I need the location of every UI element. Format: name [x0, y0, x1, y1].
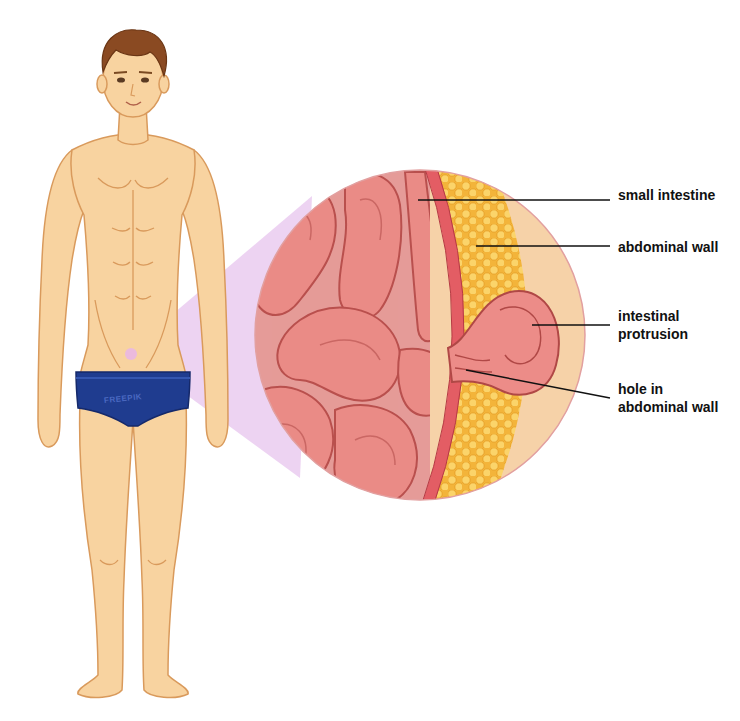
magnifier-rim: [255, 170, 585, 500]
briefs: [76, 372, 190, 426]
waistband: [76, 377, 190, 379]
part-label: small intestine: [618, 186, 734, 204]
leader-lines: [418, 200, 610, 398]
hair: [102, 30, 166, 76]
magnified-view: [250, 165, 600, 510]
zoom-spot: [125, 348, 137, 360]
part-label: abdominal wall: [618, 238, 734, 256]
face: [114, 72, 152, 105]
human-figure: [38, 43, 228, 697]
part-label: hole in abdominal wall: [618, 380, 734, 416]
part-label: intestinal protrusion: [618, 307, 734, 343]
